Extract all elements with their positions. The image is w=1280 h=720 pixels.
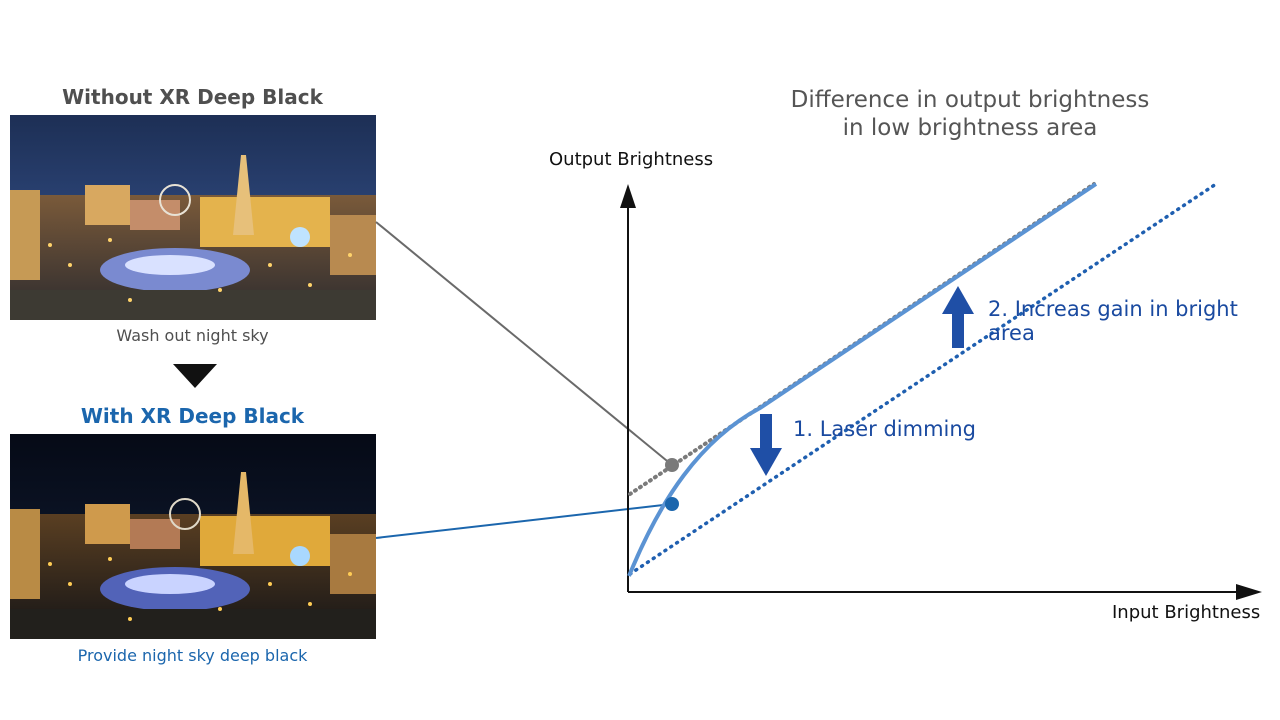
laser-dimming-arrow-shaft	[760, 414, 772, 450]
chart-title: Difference in output brightness in low b…	[730, 86, 1210, 142]
annotation-gain-increase: 2. Increas gain in bright area	[988, 297, 1238, 345]
without-caption: Wash out night sky	[116, 326, 269, 345]
gain-arrow-shaft	[952, 312, 964, 348]
x-axis-arrow-icon	[1236, 584, 1262, 600]
gray-point-marker	[665, 458, 679, 472]
y-axis-arrow-icon	[620, 184, 636, 208]
blue-dotted-line	[628, 182, 1218, 576]
xr-curve	[627, 182, 1098, 577]
connector-line-with	[375, 503, 673, 539]
gain-arrow-icon	[942, 286, 974, 314]
connector-line-without	[375, 221, 673, 466]
blue-point-marker	[665, 497, 679, 511]
chart-title-line2: in low brightness area	[842, 115, 1098, 141]
annotation-laser-dimming: 1. Laser dimming	[793, 417, 977, 441]
x-axis-label: Input Brightness	[1112, 602, 1261, 623]
photo-with-xr	[10, 434, 376, 639]
with-caption: Provide night sky deep black	[77, 646, 308, 665]
photo-without-xr	[10, 115, 376, 320]
laser-dimming-arrow-icon	[750, 448, 782, 476]
chart-title-line1: Difference in output brightness	[790, 87, 1150, 113]
down-arrow-icon	[173, 364, 217, 388]
y-axis-label: Output Brightness	[549, 149, 714, 170]
without-heading: Without XR Deep Black	[62, 85, 323, 109]
with-heading: With XR Deep Black	[80, 404, 305, 428]
